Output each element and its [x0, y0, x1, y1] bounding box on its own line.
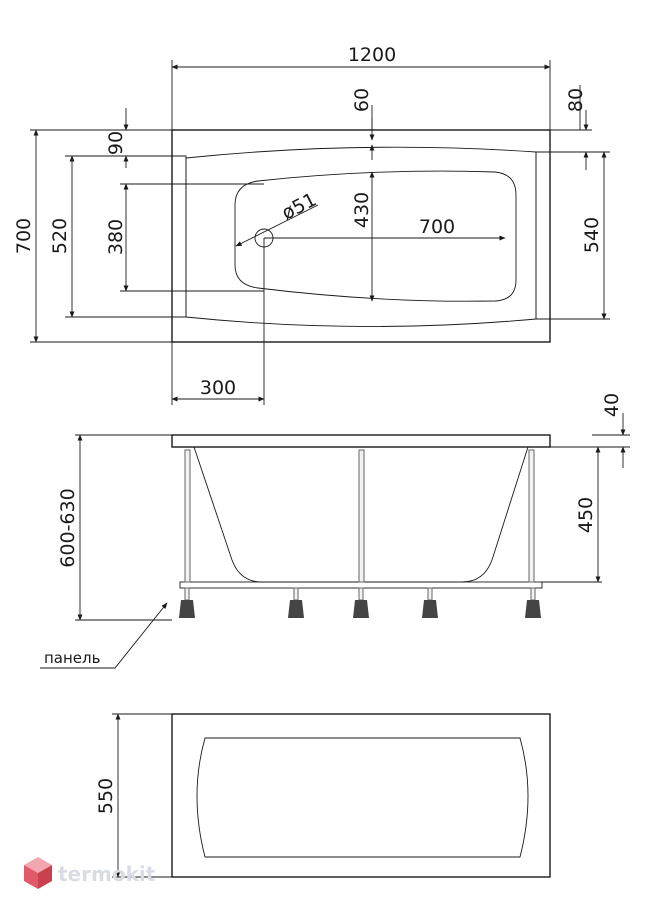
dim-drain-diameter: ø51	[278, 189, 320, 225]
dim-rim-thickness: 40	[601, 393, 623, 417]
watermark: termokit	[24, 857, 156, 889]
panel-bowl-contour	[196, 737, 529, 858]
side-rim	[171, 434, 551, 448]
top-view: 1200 700 520 380 90 60 430 700 80 540 30…	[13, 44, 610, 405]
support-legs	[184, 449, 535, 583]
dim-drain-offset: 300	[200, 377, 236, 399]
dim-bowl-width: 430	[351, 192, 373, 228]
side-view: 600-630 40 450 панель	[40, 393, 630, 669]
logo-cube-icon	[24, 857, 52, 889]
side-frame	[179, 581, 543, 589]
dim-overall-width: 700	[13, 218, 35, 254]
dim-rim-right: 80	[565, 88, 587, 112]
dim-drain-spacing: 380	[105, 219, 127, 255]
dim-rim-top: 60	[351, 88, 373, 112]
dim-panel-height: 550	[95, 778, 117, 814]
dim-overall-length: 1200	[348, 44, 396, 66]
right-ledge	[535, 151, 551, 320]
dim-rim-left: 90	[105, 131, 127, 155]
panel-leader	[40, 602, 168, 669]
bowl-outline	[234, 170, 517, 302]
panel-outline	[171, 713, 551, 878]
watermark-text: termokit	[58, 862, 156, 886]
front-view: 550	[95, 713, 551, 878]
adjustable-feet	[179, 587, 541, 618]
panel-label: панель	[44, 649, 100, 667]
inner-rim	[185, 146, 537, 327]
dim-inner-left-width: 520	[49, 218, 71, 254]
dim-inner-right-width: 540	[581, 217, 603, 253]
dim-bowl-length: 700	[419, 216, 455, 238]
dim-bowl-depth: 450	[575, 497, 597, 533]
dim-total-height: 600-630	[57, 488, 79, 567]
tub-outline	[171, 129, 551, 343]
left-ledge	[171, 155, 187, 318]
